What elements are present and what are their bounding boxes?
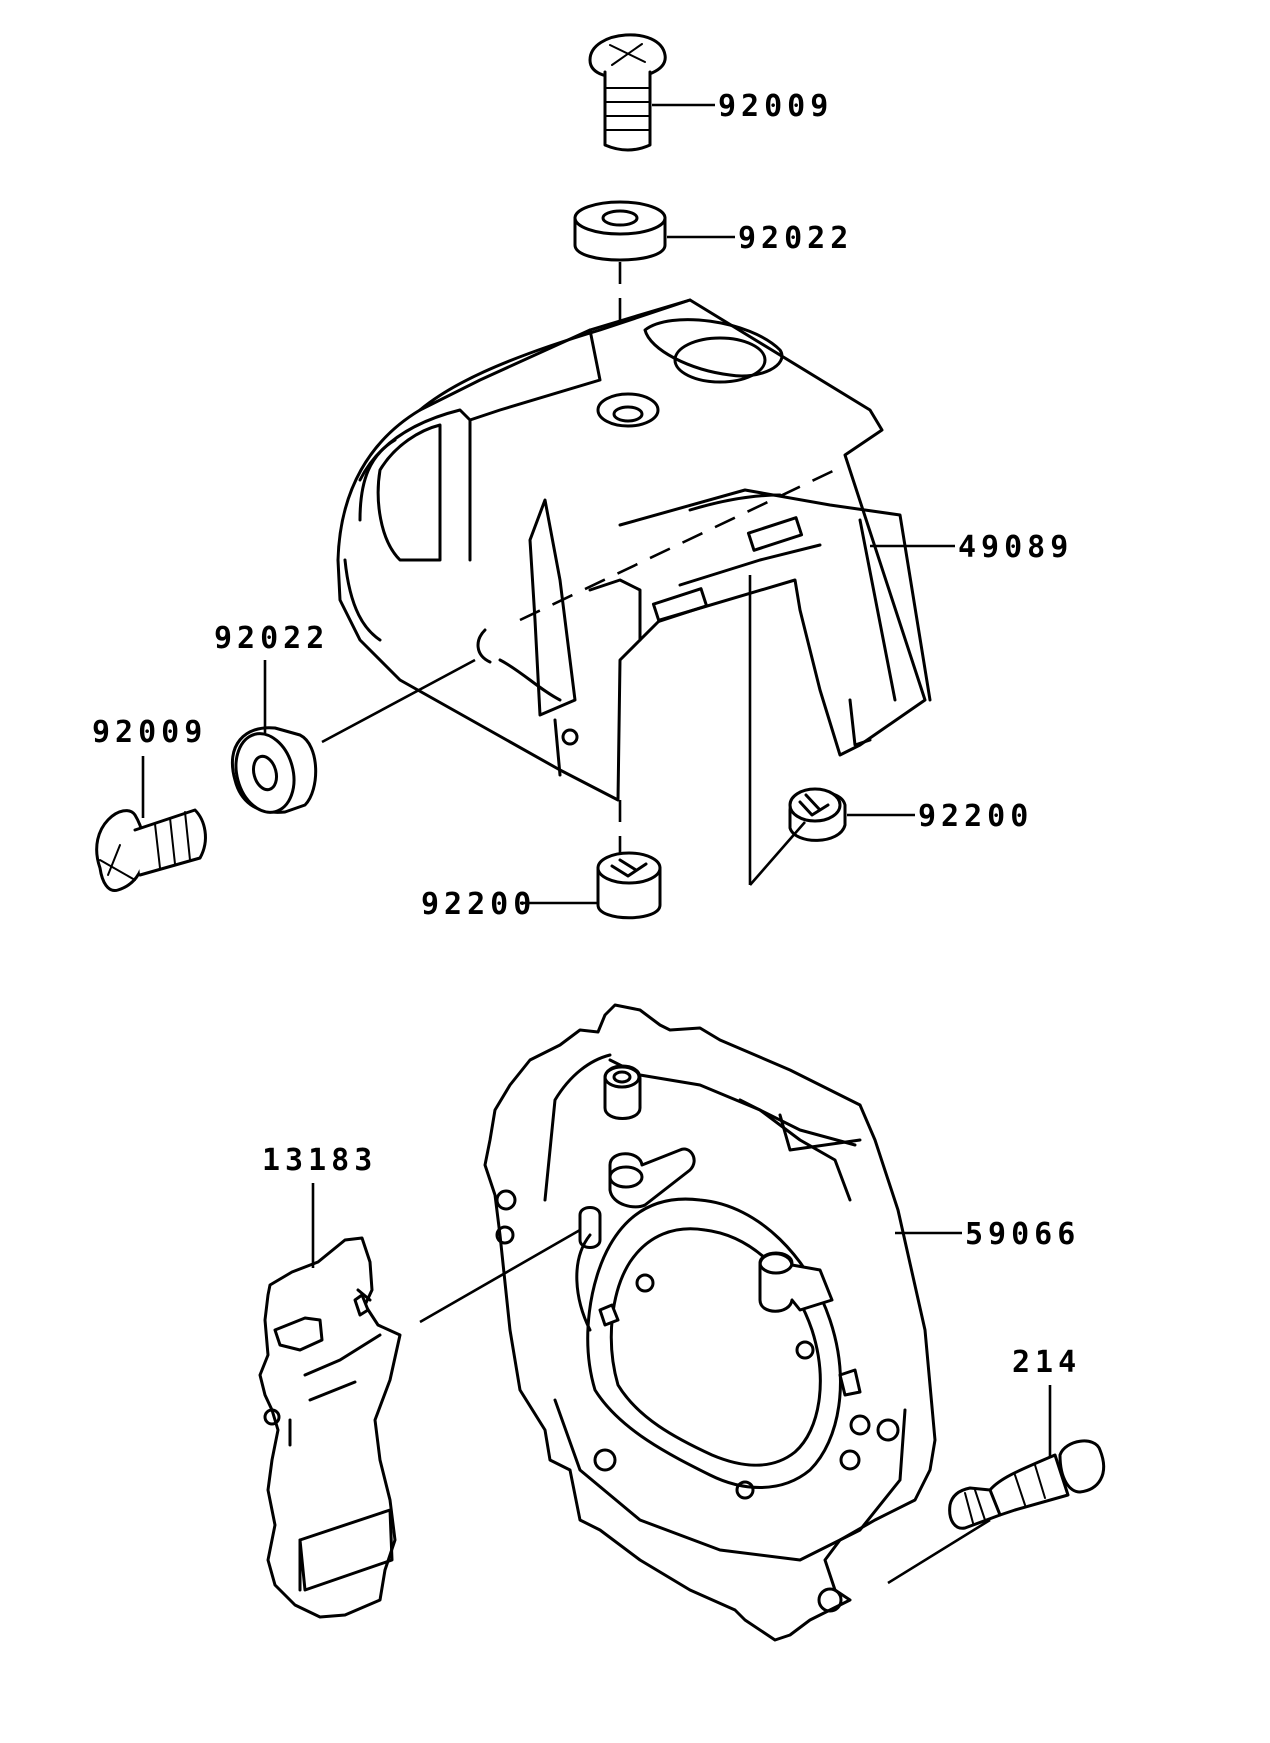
label-92022-top: 92022 [738, 221, 853, 256]
label-92200-right: 92200 [918, 799, 1033, 834]
bolt-part[interactable] [948, 1439, 1106, 1530]
cylinder-cover-part[interactable] [336, 298, 932, 802]
label-92022-left: 92022 [214, 621, 329, 656]
screw-top-part[interactable] [588, 33, 667, 152]
label-92200-center: 92200 [421, 887, 536, 922]
washer-top-part[interactable] [573, 200, 667, 262]
label-13183: 13183 [262, 1143, 377, 1178]
label-59066: 59066 [965, 1217, 1080, 1252]
fan-housing-part[interactable] [483, 1003, 937, 1642]
grommet-right-part[interactable] [788, 787, 847, 842]
screw-left-part[interactable] [95, 808, 207, 892]
label-92009-left: 92009 [92, 715, 207, 750]
washer-left-part[interactable] [228, 726, 318, 819]
label-92009-top: 92009 [718, 89, 833, 124]
plate-part[interactable] [258, 1236, 402, 1619]
label-214: 214 [1012, 1345, 1081, 1380]
grommet-center-part[interactable] [596, 851, 662, 920]
label-49089: 49089 [958, 530, 1073, 565]
